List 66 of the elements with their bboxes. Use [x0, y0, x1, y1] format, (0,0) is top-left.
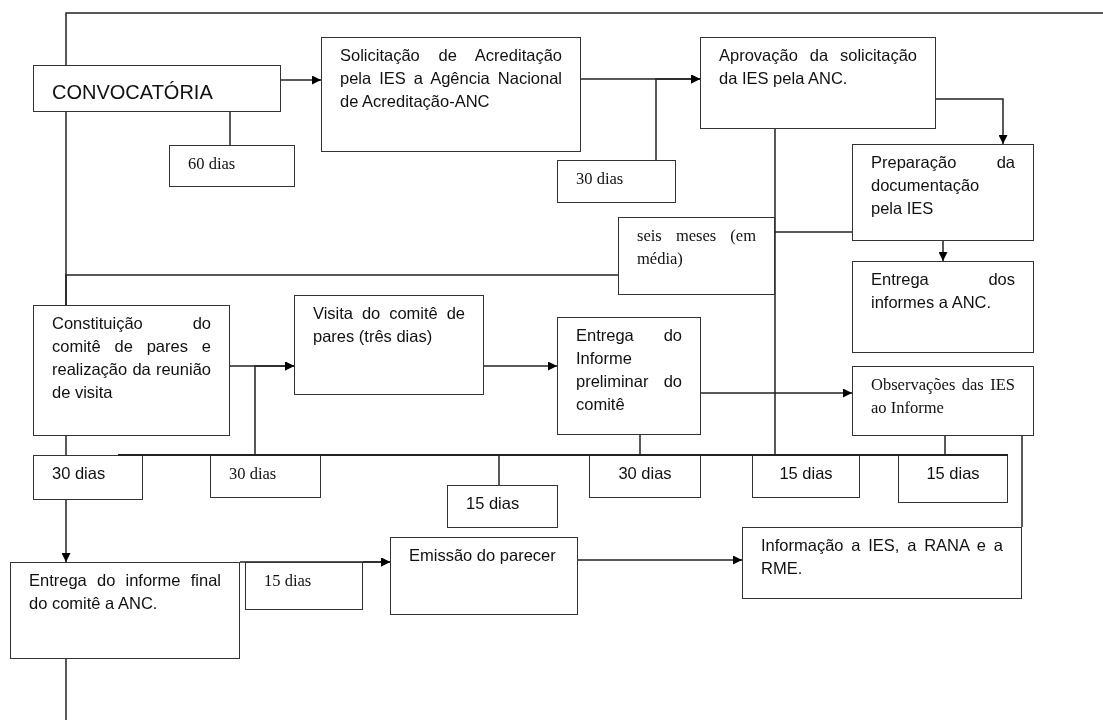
arrow — [577, 555, 743, 565]
box-text: Entrega dos informes a ANC. — [871, 269, 1015, 314]
arrow — [938, 240, 948, 262]
box-text: 15 dias — [466, 493, 520, 514]
box-text: 30 dias — [618, 463, 672, 484]
process-box — [169, 145, 295, 187]
box-text: Aprovação da solicitação da IES pela ANC. — [719, 45, 917, 90]
process-box — [10, 562, 240, 659]
box-text: 30 dias — [229, 463, 277, 485]
connector-line — [774, 128, 776, 456]
connector-line — [498, 455, 500, 486]
connector-line — [229, 111, 231, 146]
box-text: 15 dias — [264, 570, 312, 592]
process-box — [742, 527, 1022, 599]
box-text: 30 dias — [52, 463, 106, 484]
connector-line — [1021, 435, 1023, 528]
process-box — [557, 317, 701, 435]
connector-line — [65, 658, 67, 720]
process-box — [447, 485, 558, 528]
process-box — [294, 295, 484, 395]
arrow — [362, 557, 391, 567]
box-text: 15 dias — [779, 463, 833, 484]
box-text: CONVOCATÓRIA — [52, 80, 213, 105]
process-box — [557, 160, 676, 203]
process-box — [852, 144, 1034, 241]
arrow — [280, 75, 322, 85]
process-box — [245, 562, 363, 610]
connector-line — [639, 434, 641, 456]
process-box — [33, 455, 143, 500]
box-text: 30 dias — [576, 168, 624, 190]
connector-line — [944, 435, 946, 456]
arrow — [254, 361, 295, 456]
box-text: Visita do comitê de pares (três dias) — [313, 303, 465, 348]
arrow — [61, 499, 71, 563]
connector-line — [65, 111, 67, 306]
box-text: 60 dias — [188, 153, 236, 175]
arrow — [935, 98, 1008, 145]
box-text: Emissão do parecer — [409, 545, 556, 566]
process-box — [33, 65, 281, 112]
process-box — [390, 537, 578, 615]
process-box — [210, 455, 321, 498]
process-box — [752, 455, 860, 498]
connector-line — [65, 12, 1103, 66]
box-text: Solicitação de Acreditação pela IES a Agência Nacional de Acreditação-ANC — [340, 45, 562, 113]
box-text: Observações das IES ao Informe — [871, 374, 1015, 420]
box-text: Constituição do comitê de pares e realização da reunião de visita — [52, 313, 211, 404]
box-text: 15 dias — [926, 463, 980, 484]
arrow — [655, 74, 701, 161]
bus-line — [118, 454, 1008, 456]
connector-line — [65, 435, 67, 456]
process-box — [618, 217, 775, 295]
box-text: Entrega do informe final do comitê a ANC. — [29, 570, 221, 615]
process-box — [852, 261, 1034, 353]
process-box — [898, 455, 1008, 503]
box-text: Informação a IES, a RANA e a RME. — [761, 535, 1003, 580]
process-box — [852, 366, 1034, 436]
arrow — [483, 361, 558, 371]
process-box — [589, 455, 701, 498]
process-box — [321, 37, 581, 152]
arrow — [700, 388, 853, 398]
process-box — [33, 305, 230, 436]
box-text: Entrega do Informe preliminar do comitê — [576, 325, 682, 416]
connector-line — [774, 231, 853, 233]
box-text: Preparação da documentação pela IES — [871, 152, 1015, 220]
process-box — [700, 37, 936, 129]
box-text: seis meses (em média) — [637, 225, 756, 271]
